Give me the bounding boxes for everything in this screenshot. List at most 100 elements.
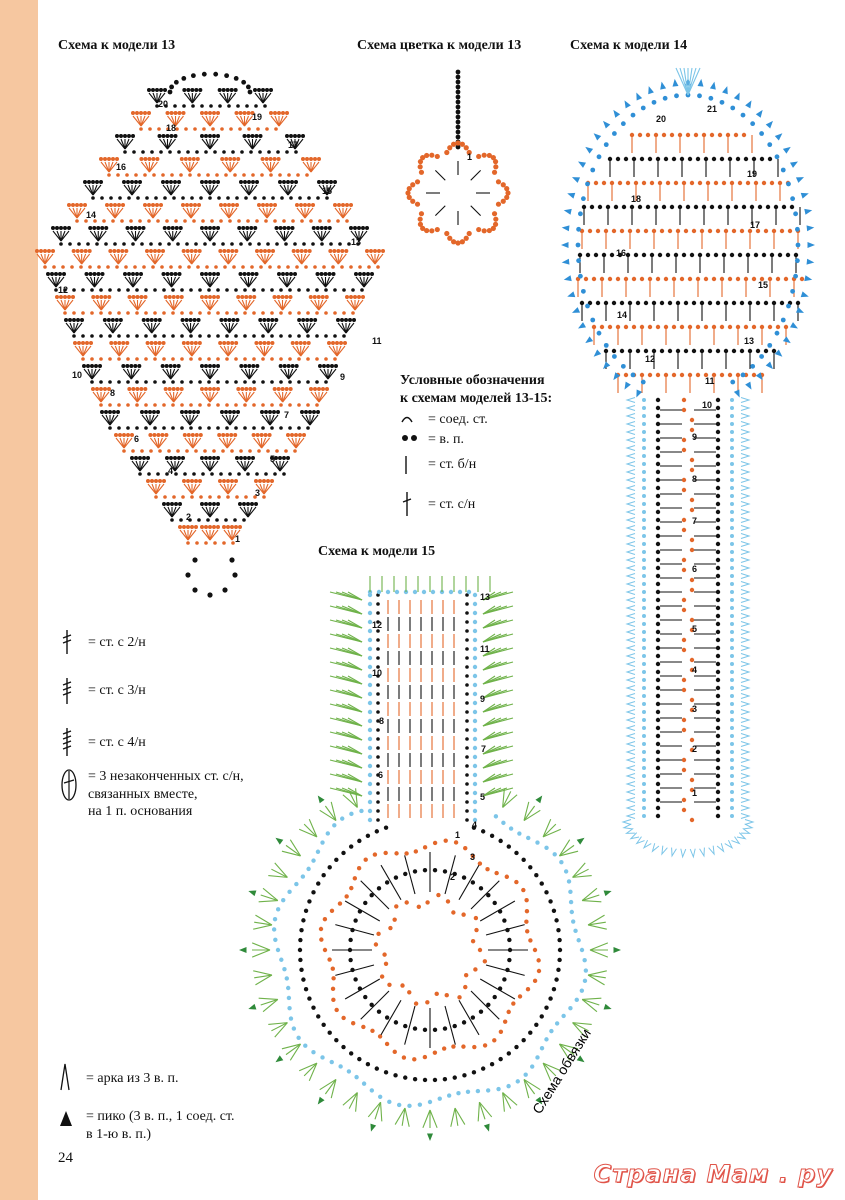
chain-dot — [655, 565, 661, 571]
chain-dot — [472, 817, 478, 823]
chain-dot — [286, 456, 290, 460]
stitch-line — [354, 230, 360, 242]
chain-dot — [153, 288, 157, 292]
chain-dot — [186, 525, 190, 529]
stitch-line — [96, 299, 102, 311]
chain-dot — [153, 341, 158, 345]
stitch-line — [201, 184, 211, 196]
chain-dot — [655, 429, 661, 435]
stitch-line — [141, 414, 151, 426]
chain-dot — [297, 311, 301, 315]
chain-dot — [115, 134, 119, 138]
chain-dot — [108, 311, 112, 315]
chain-dot — [257, 449, 261, 453]
chain-dot — [230, 449, 234, 453]
stitch-line — [148, 92, 158, 104]
chain-dot — [196, 318, 201, 322]
chain-dot — [642, 670, 646, 674]
chain-dot — [687, 156, 693, 162]
chain-dot — [291, 249, 296, 253]
chain-dot — [147, 111, 151, 115]
chain-dot — [367, 781, 373, 787]
chain-dot — [216, 272, 220, 276]
chain-dot — [318, 364, 322, 368]
chain-dot — [158, 449, 162, 453]
stitch-line — [169, 299, 175, 311]
chain-dot — [642, 638, 646, 642]
chain-dot — [75, 249, 80, 253]
chain-dot — [185, 449, 189, 453]
chain-dot — [267, 249, 271, 253]
chain-dot — [255, 180, 259, 184]
chain-dot — [246, 272, 251, 276]
chain-dot — [229, 88, 234, 92]
chain-dot — [212, 226, 216, 230]
chain-dot — [425, 1000, 430, 1005]
stitch-line — [221, 414, 231, 426]
chain-dot — [417, 216, 423, 222]
chain-dot — [717, 132, 723, 138]
chain-dot — [204, 387, 208, 391]
chain-dot — [231, 318, 236, 322]
chain-dot — [257, 242, 261, 246]
chain-dot — [448, 589, 454, 595]
chain-dot — [642, 590, 646, 594]
stitch-line — [679, 67, 689, 96]
chain-dot — [338, 242, 342, 246]
chain-dot — [72, 288, 76, 292]
chain-dot — [472, 745, 478, 751]
chain-dot — [108, 288, 112, 292]
chain-dot — [189, 334, 193, 338]
chain-dot — [204, 364, 208, 368]
chain-dot — [655, 765, 661, 771]
stitch-line — [589, 949, 609, 958]
chain-dot — [376, 791, 380, 795]
chain-dot — [238, 502, 242, 506]
chain-dot — [358, 265, 362, 269]
chain-dot — [250, 502, 254, 506]
chain-dot — [369, 893, 374, 898]
arch-mark — [740, 773, 751, 779]
chain-dot — [282, 180, 286, 184]
chain-dot — [300, 874, 306, 879]
stitch-line — [485, 924, 525, 936]
chain-dot — [472, 691, 478, 697]
stitch-line — [258, 207, 268, 219]
chain-dot — [445, 899, 451, 904]
chain-dot — [198, 403, 202, 407]
chain-dot — [317, 387, 321, 391]
chain-dot — [693, 204, 699, 210]
chain-dot — [372, 852, 378, 857]
arch-mark — [740, 685, 751, 691]
chain-dot — [153, 403, 157, 407]
stitch-line — [581, 998, 600, 1006]
chain-dot — [790, 196, 796, 202]
arch-mark — [624, 827, 635, 834]
picot-mark — [774, 133, 783, 141]
chain-dot — [123, 272, 127, 276]
stitch-line — [73, 253, 83, 265]
chain-dot — [266, 449, 270, 453]
chain-dot — [154, 196, 158, 200]
row-number: 8 — [379, 716, 384, 726]
chain-dot — [645, 132, 651, 138]
chain-dot — [681, 767, 687, 773]
chain-dot — [707, 228, 713, 234]
chain-dot — [347, 242, 351, 246]
chain-dot — [306, 334, 310, 338]
chain-dot — [685, 132, 691, 138]
chain-dot — [223, 203, 227, 207]
chain-dot — [236, 104, 240, 108]
chain-dot — [241, 265, 245, 269]
chain-dot — [252, 334, 256, 338]
chain-dot — [148, 127, 152, 131]
chain-dot — [270, 403, 274, 407]
chain-dot — [743, 324, 749, 330]
chain-dot — [345, 203, 349, 207]
chain-dot — [276, 295, 281, 299]
chain-dot — [639, 276, 645, 282]
chain-dot — [393, 1073, 398, 1078]
chain-dot — [126, 180, 130, 184]
chain-dot — [642, 814, 646, 818]
chain-dot — [174, 502, 178, 506]
